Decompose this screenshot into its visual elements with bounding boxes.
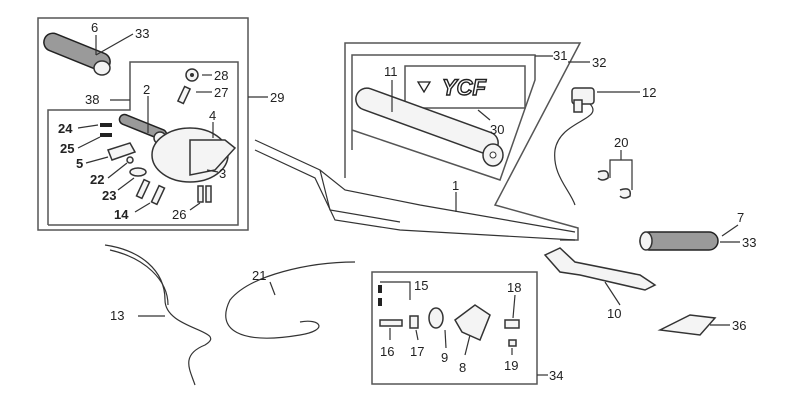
label-28: 28 (214, 68, 228, 83)
label-27: 27 (214, 85, 228, 100)
label-2: 2 (143, 82, 150, 97)
label-25: 25 (60, 141, 74, 156)
pad-group-outline (351, 54, 536, 181)
clutch-cable-21 (225, 261, 356, 339)
label-17: 17 (410, 344, 424, 359)
leader-line-21 (269, 281, 276, 296)
leader-lines-center (391, 55, 640, 212)
handlebar-part (254, 139, 576, 241)
small-hardware-parts (100, 68, 212, 206)
clip-part (597, 170, 610, 181)
leader-lines-hardware (380, 281, 548, 376)
label-13: 13 (110, 308, 124, 323)
label-4: 4 (209, 108, 216, 123)
label-16: 16 (380, 344, 394, 359)
label-14: 14 (114, 207, 129, 222)
label-34: 34 (549, 368, 563, 383)
label-23: 23 (102, 188, 116, 203)
handlebar-group-outline (344, 42, 582, 241)
label-7: 7 (737, 210, 744, 225)
leader-line-7 (721, 224, 739, 237)
ycf-decal: YCF (416, 74, 487, 101)
label-8: 8 (459, 360, 466, 375)
label-21: 21 (252, 268, 266, 283)
left-grip-part (43, 32, 111, 76)
decal-box (404, 65, 526, 109)
label-19: 19 (504, 358, 518, 373)
clip-part (619, 188, 632, 199)
label-15: 15 (414, 278, 428, 293)
label-33-right: 33 (742, 235, 756, 250)
throttle-cable-13 (104, 244, 212, 386)
right-grip-part (639, 231, 719, 251)
label-30: 30 (490, 122, 504, 137)
leader-lines-left (77, 33, 268, 213)
throttle-housing-part (151, 127, 237, 183)
label-29: 29 (270, 90, 284, 105)
clutch-lever-part (543, 247, 657, 291)
label-6: 6 (91, 20, 98, 35)
label-33: 33 (135, 26, 149, 41)
leader-line-10 (604, 281, 621, 306)
label-1: 1 (452, 178, 459, 193)
label-38: 38 (85, 92, 99, 107)
label-11: 11 (384, 64, 398, 79)
label-10: 10 (607, 306, 621, 321)
kill-switch-part (554, 87, 595, 206)
lever-hardware-box (371, 271, 538, 385)
lever-guard-part (657, 314, 717, 336)
label-31: 31 (553, 48, 567, 63)
label-36: 36 (732, 318, 746, 333)
throttle-assembly-box (37, 17, 249, 231)
throttle-cable-inner (109, 249, 169, 306)
ycf-logo-text: YCF (442, 75, 487, 100)
label-24: 24 (58, 121, 73, 136)
label-22: 22 (90, 172, 104, 187)
label-5: 5 (76, 156, 83, 171)
label-26: 26 (172, 207, 186, 222)
label-9: 9 (441, 350, 448, 365)
label-20: 20 (614, 135, 628, 150)
label-32: 32 (592, 55, 606, 70)
lever-hardware-parts (378, 285, 520, 347)
part-number-labels: 6 33 28 27 29 38 2 4 24 25 5 22 23 3 14 … (58, 20, 756, 383)
throttle-subassembly-box (47, 61, 239, 226)
label-18: 18 (507, 280, 521, 295)
label-12: 12 (642, 85, 656, 100)
label-3: 3 (219, 166, 226, 181)
